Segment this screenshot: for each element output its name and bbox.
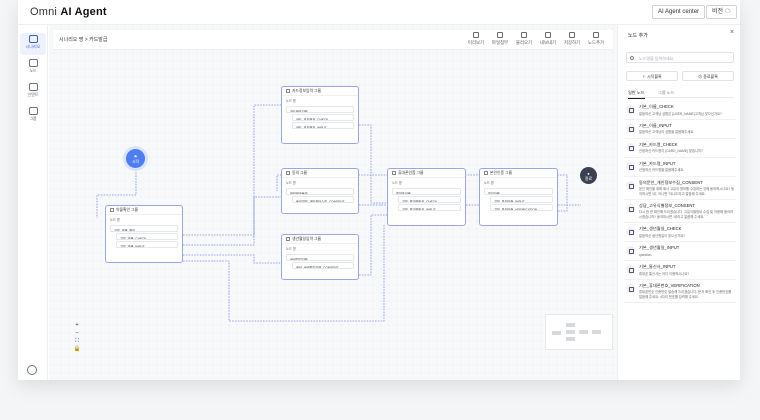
nav-scenario[interactable]: 시나리오 xyxy=(20,33,46,55)
node-search-input[interactable]: 노드명을 입력하세요. xyxy=(626,52,734,63)
brand-logo: Omni AI Agent xyxy=(30,6,107,18)
group-node-icon xyxy=(286,171,290,175)
nav-node[interactable]: 노드 xyxy=(20,57,46,79)
start-node[interactable]: ⚑시작 xyxy=(126,149,145,168)
minimap-node xyxy=(566,323,575,327)
flow-edges xyxy=(96,104,581,322)
user-menu-button[interactable]: 비전 ☁ xyxy=(706,5,737,19)
minimap-node xyxy=(566,337,575,341)
node-type-icon xyxy=(626,283,635,293)
flow-canvas[interactable]: 시나리오 명 > 카드발급 미리보기 파일첨부 불러오기 내보내기 저장하기 노… xyxy=(49,25,617,380)
node-type-icon xyxy=(626,161,635,171)
panel-title: 노드 추가 xyxy=(628,33,648,39)
group-node-misc[interactable]: 생년월일입력 그룹 노드 명 생년월일입력 생년_생년월일입력_CONSENT xyxy=(281,234,359,280)
group-node-auth2[interactable]: 본인인증 그룹 노드 명 본인인증 기본_본인인증_INPUT 기본_본인인증_… xyxy=(479,168,558,226)
nav-group[interactable]: 그룹 xyxy=(20,105,46,127)
node-type-tabs: 일반 노드 그룹 노드 xyxy=(626,89,734,99)
canvas-toolbar: 시나리오 명 > 카드발급 미리보기 파일첨부 불러오기 내보내기 저장하기 노… xyxy=(53,30,613,50)
zoom-controls: + − ⛶ 🔒 xyxy=(73,321,81,353)
close-icon[interactable]: × xyxy=(730,29,735,36)
group-node-icon xyxy=(484,171,488,175)
minimap-node xyxy=(566,330,575,334)
group-node-auth[interactable]: 약물확인 그룹 노드 명 기본_약물_확인 기본_약물_CHECK 기본_약물_… xyxy=(105,205,183,263)
preview-button[interactable]: 미리보기 xyxy=(465,32,487,46)
minimap[interactable] xyxy=(545,314,613,350)
minimap-node xyxy=(592,330,601,334)
node-type-icon xyxy=(626,142,635,152)
minimap-node xyxy=(579,330,588,334)
save-icon xyxy=(569,32,575,38)
minimap-node xyxy=(552,331,561,335)
import-button[interactable]: 불러오기 xyxy=(513,32,535,46)
end-block-button[interactable]: ⊘ 종료블록 xyxy=(682,71,734,81)
intent-icon xyxy=(28,83,38,91)
app-window: Omni AI Agent AI Agent center 비전 ☁ 시나리오 … xyxy=(18,0,740,380)
end-node[interactable]: ●종료 xyxy=(580,167,597,184)
scenario-icon xyxy=(28,35,38,43)
node-type-icon xyxy=(626,227,635,237)
left-navigation: 시나리오 노드 인텐트 그룹 xyxy=(18,25,48,380)
node-type-icon xyxy=(626,123,635,133)
group-icon xyxy=(28,107,38,115)
fit-view-button[interactable]: ⛶ xyxy=(75,338,79,344)
add-node-panel: 노드 추가 × 노드명을 입력하세요. ⚐ 시작블록 ⊘ 종료블록 일반 노드 … xyxy=(617,25,740,380)
group-node-icon xyxy=(110,208,114,212)
lock-button[interactable]: 🔒 xyxy=(73,346,81,352)
flag-icon: ⚐ xyxy=(642,74,646,79)
attach-button[interactable]: 파일첨부 xyxy=(489,32,511,46)
import-icon xyxy=(521,32,527,38)
group-node-agree[interactable]: 동의 그룹 노드 명 정보제공동의 동의여부_개인정보수집_CONSENT xyxy=(281,168,359,214)
node-type-icon xyxy=(626,203,635,213)
search-icon xyxy=(630,56,634,60)
stop-icon: ⊘ xyxy=(698,74,703,79)
top-bar: Omni AI Agent AI Agent center 비전 ☁ xyxy=(18,0,740,25)
tab-general-node[interactable]: 일반 노드 xyxy=(628,90,645,99)
group-node-icon xyxy=(392,171,396,175)
node-type-icon xyxy=(626,246,635,256)
node-type-icon xyxy=(626,265,635,275)
export-button[interactable]: 내보내기 xyxy=(537,32,559,46)
start-icon: ⚑ xyxy=(133,154,138,159)
group-node-card[interactable]: 카드정보입력 그룹 노드 명 카드번호입력 카드_카드번호_CHECK 카드_카… xyxy=(281,86,359,144)
nav-intent[interactable]: 인텐트 xyxy=(20,81,46,103)
group-node-icon xyxy=(286,237,290,241)
group-node-phone[interactable]: 휴대폰인증 그룹 노드 명 휴대폰인증 기본_휴대폰번호_CHECK 기본_휴대… xyxy=(387,168,466,226)
node-type-icon xyxy=(626,180,635,190)
zoom-out-button[interactable]: − xyxy=(75,330,79,336)
node-icon xyxy=(28,59,38,67)
add-node-button[interactable]: 노드추가 xyxy=(585,32,607,46)
start-block-button[interactable]: ⚐ 시작블록 xyxy=(626,71,678,81)
cloud-icon: ☁ xyxy=(724,9,731,15)
group-node-icon xyxy=(286,89,290,93)
user-avatar-icon[interactable] xyxy=(27,365,37,375)
ai-agent-center-button[interactable]: AI Agent center xyxy=(652,5,706,19)
breadcrumb: 시나리오 명 > 카드발급 xyxy=(59,37,108,43)
node-type-icon xyxy=(626,105,635,114)
preview-icon xyxy=(473,32,479,38)
save-button[interactable]: 저장하기 xyxy=(561,32,583,46)
add-node-icon xyxy=(593,32,599,38)
end-icon: ● xyxy=(587,171,590,176)
attach-icon xyxy=(497,32,503,38)
zoom-in-button[interactable]: + xyxy=(75,322,79,328)
tab-group-node[interactable]: 그룹 노드 xyxy=(658,90,675,95)
export-icon xyxy=(545,32,551,38)
